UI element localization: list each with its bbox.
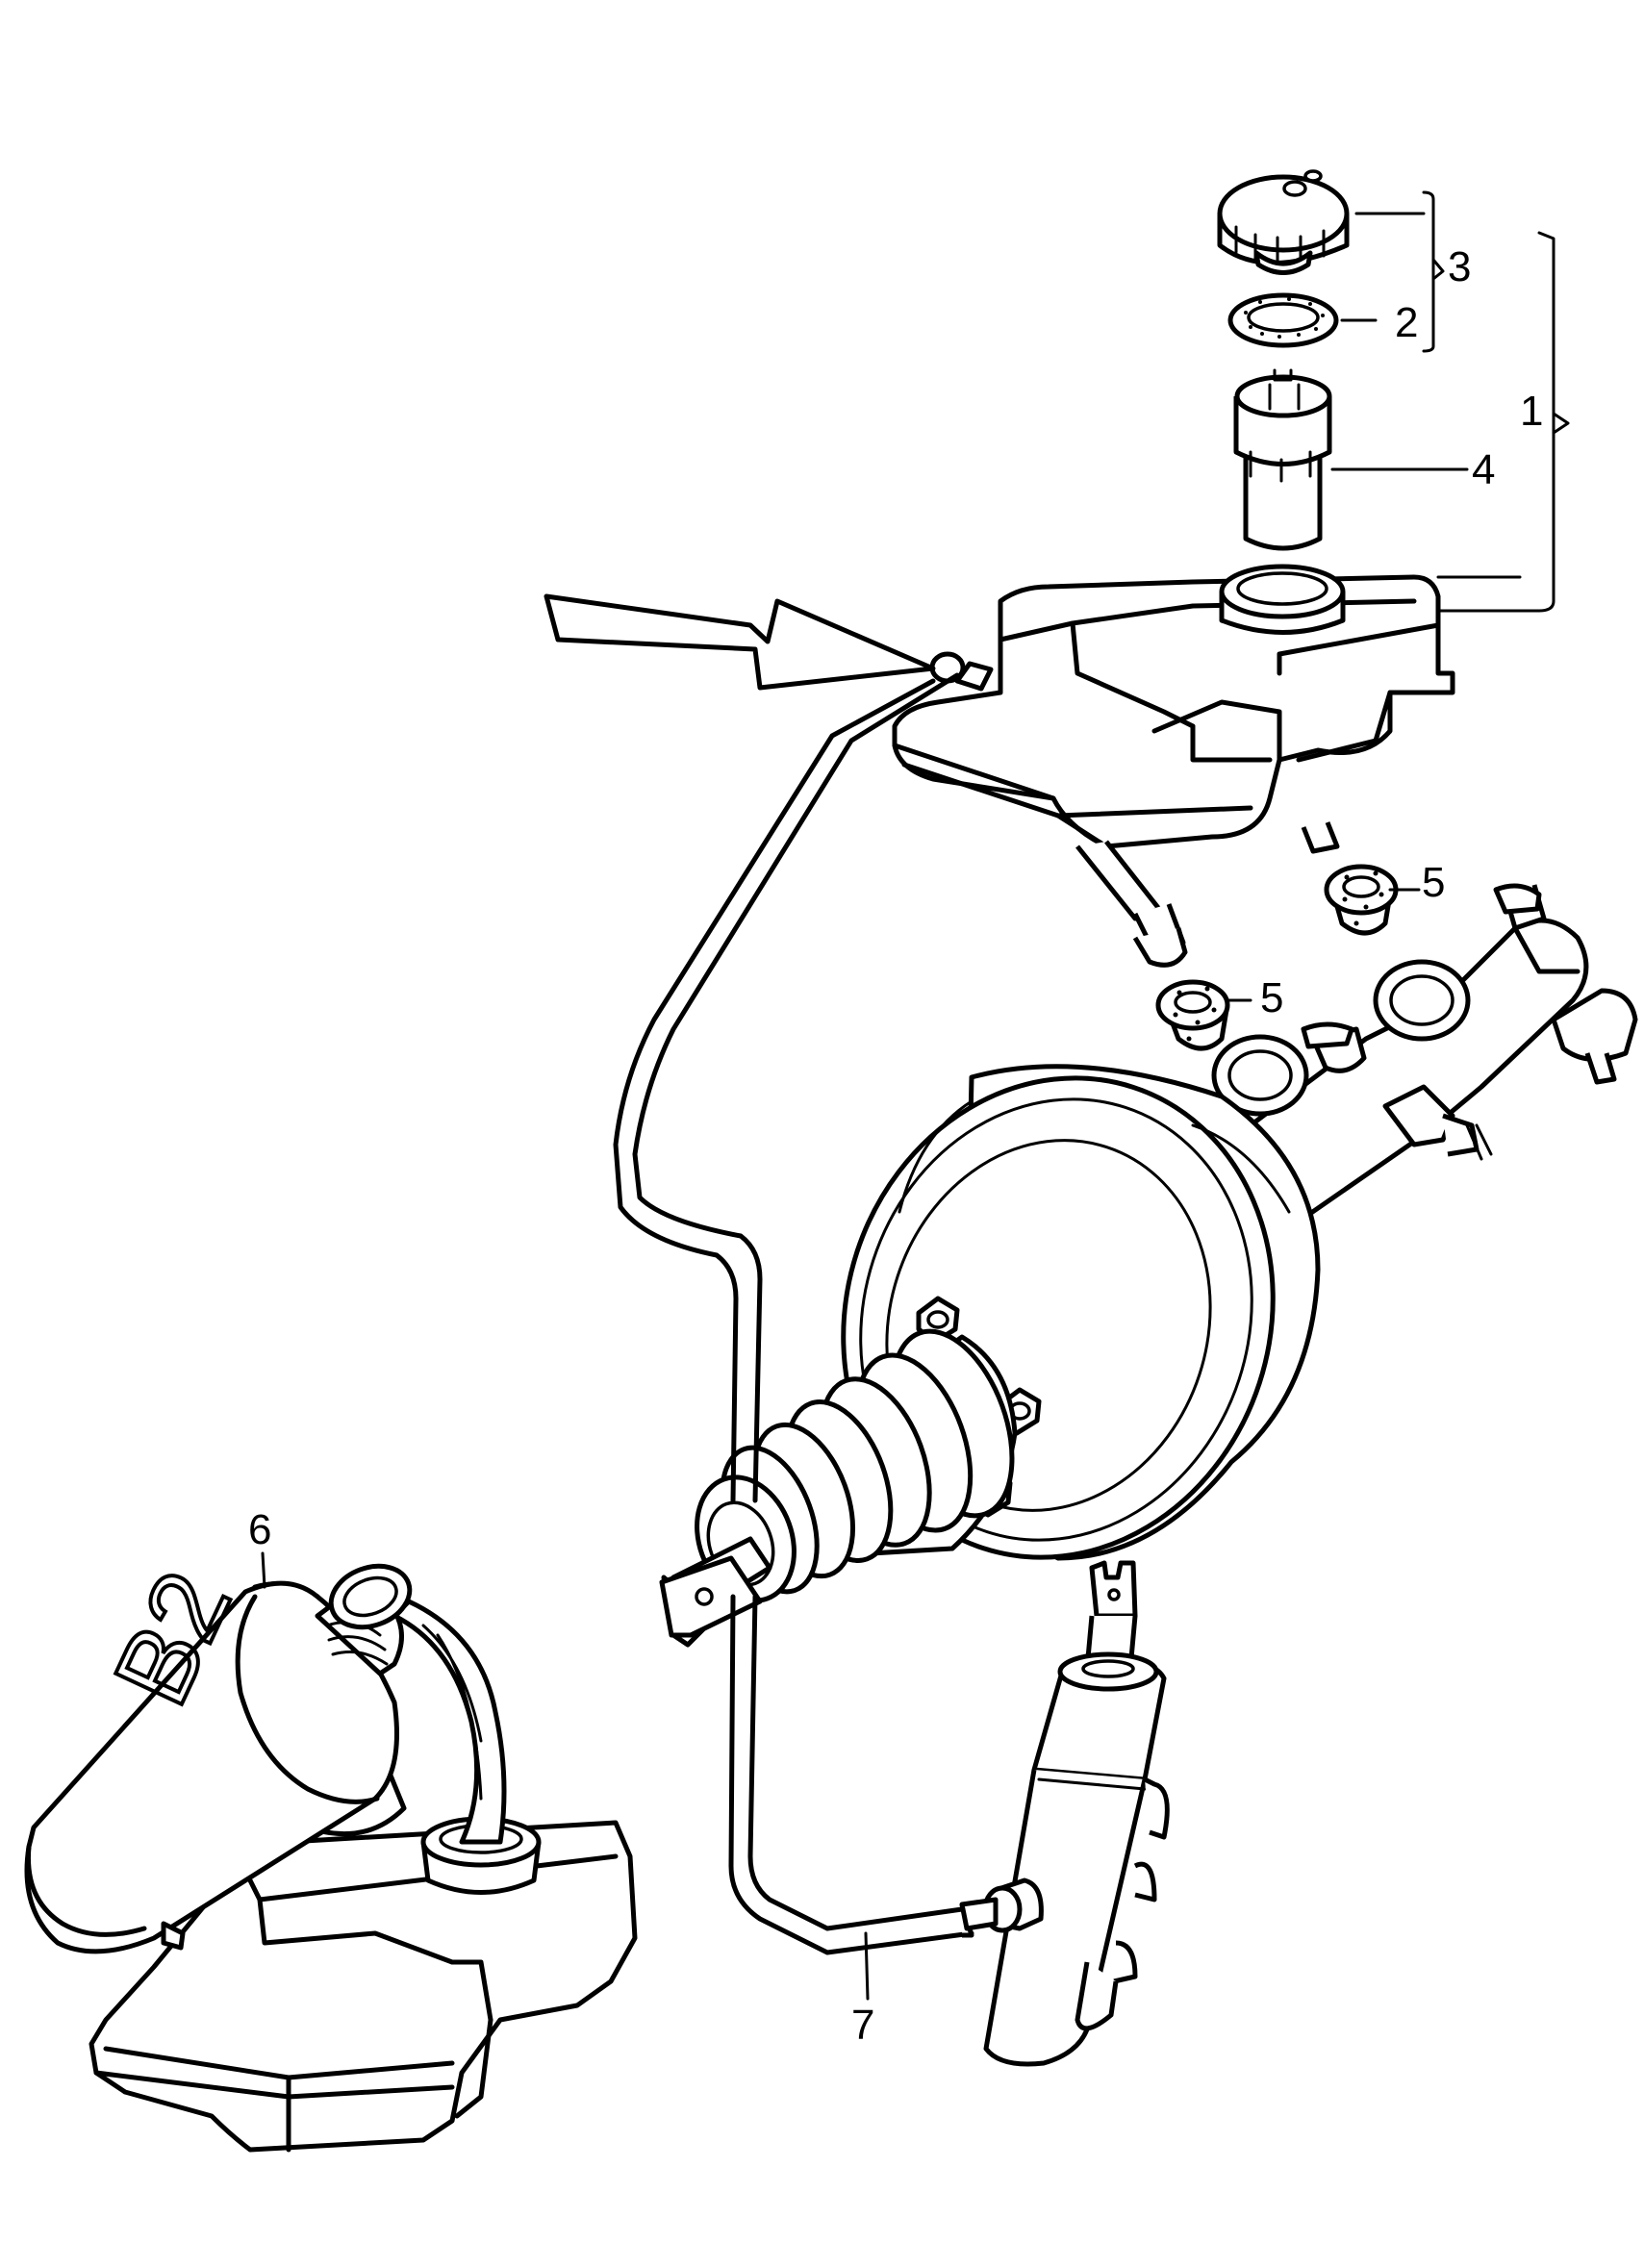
callout-5-upper: 5 <box>1422 859 1445 906</box>
booster-bellows <box>659 1328 1018 1648</box>
callout-1: 1 <box>1520 388 1543 435</box>
reservoir-cap <box>1217 169 1350 275</box>
clutch-cylinder <box>959 1560 1170 2067</box>
brake-fluid-reservoir <box>892 564 1455 968</box>
arrow-outline-icon <box>544 593 936 691</box>
grommet-upper <box>1324 864 1399 936</box>
brake-fluid-can: B2 <box>24 1552 638 2153</box>
brake-booster <box>659 1064 1321 1648</box>
callout-4: 4 <box>1472 446 1495 493</box>
filler-strainer <box>1233 368 1332 551</box>
callout-5-lower: 5 <box>1260 974 1283 1021</box>
callout-6: 6 <box>248 1506 271 1553</box>
master-cylinder <box>1211 883 1638 1224</box>
callout-3: 3 <box>1448 243 1471 290</box>
callout-brackets <box>261 190 1570 2001</box>
cap-gasket <box>1227 292 1339 348</box>
callout-7: 7 <box>851 2002 874 2049</box>
callout-2: 2 <box>1395 299 1418 346</box>
grommet-lower <box>1155 979 1230 1051</box>
